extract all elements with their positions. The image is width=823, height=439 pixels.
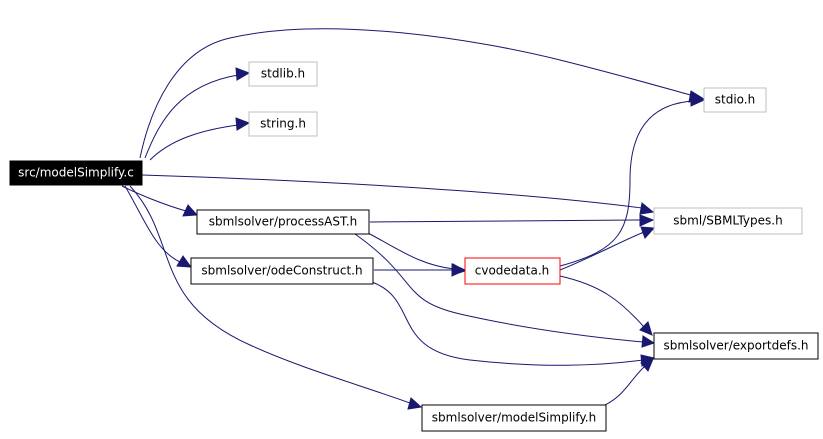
node-string-h[interactable]: string.h: [248, 111, 318, 137]
edge-processast-cvodedata: [367, 232, 455, 270]
edge-cvodedata-sbmltypes: [559, 231, 645, 271]
node-label: sbmlsolver/odeConstruct.h: [201, 264, 362, 278]
arrowhead-icon: [407, 397, 423, 410]
arrowhead-icon: [182, 204, 199, 217]
arrowhead-icon: [641, 335, 656, 348]
edge-cvodedata-stdio: [559, 100, 695, 267]
arrowhead-icon: [690, 94, 706, 107]
node-cvodedata-h[interactable]: cvodedata.h: [464, 257, 561, 285]
arrowhead-icon: [235, 67, 251, 81]
node-stdio-h[interactable]: stdio.h: [703, 87, 767, 113]
node-label: stdlib.h: [261, 67, 305, 81]
node-label: string.h: [260, 117, 306, 131]
node-exportdefs-h[interactable]: sbmlsolver/exportdefs.h: [653, 332, 819, 360]
node-sbml-types-h[interactable]: sbml/SBMLTypes.h: [653, 207, 803, 235]
edge-root-stdlib: [144, 74, 239, 159]
edge-root-stdio: [139, 28, 695, 159]
arrowhead-icon: [639, 321, 653, 336]
node-stdlib-h[interactable]: stdlib.h: [248, 61, 318, 87]
edge-cvodedata-exportdefs: [559, 275, 645, 328]
edge-processast-exportdefs: [354, 233, 644, 343]
node-label: sbmlsolver/exportdefs.h: [663, 339, 808, 353]
arrowhead-icon: [639, 202, 655, 215]
node-label: sbml/SBMLTypes.h: [673, 214, 782, 228]
edge-root-odeconstruct: [124, 185, 181, 263]
node-label: sbmlsolver/processAST.h: [209, 215, 358, 229]
arrowhead-icon: [235, 117, 251, 131]
arrowhead-icon: [640, 358, 654, 372]
arrowhead-icon: [451, 263, 467, 277]
node-process-ast-h[interactable]: sbmlsolver/processAST.h: [196, 209, 370, 235]
edge-root-processast: [121, 185, 187, 212]
edges: [121, 28, 706, 410]
edge-modelsimplify-exportdefs: [604, 365, 646, 406]
node-model-simplify-c[interactable]: src/modelSimplify.c: [9, 160, 143, 186]
node-label: sbmlsolver/modelSimplify.h: [432, 411, 596, 425]
edge-root-sbmltypes: [141, 174, 643, 209]
node-model-simplify-h[interactable]: sbmlsolver/modelSimplify.h: [421, 404, 607, 432]
node-label: src/modelSimplify.c: [18, 166, 134, 180]
edge-root-modelsimplify: [129, 185, 411, 404]
node-label: cvodedata.h: [475, 264, 550, 278]
arrowhead-icon: [176, 255, 193, 268]
edge-root-string: [149, 124, 239, 161]
node-label: stdio.h: [715, 93, 755, 107]
node-ode-construct-h[interactable]: sbmlsolver/odeConstruct.h: [190, 257, 374, 285]
arrowhead-icon: [639, 214, 655, 227]
arrowhead-icon: [640, 226, 656, 239]
edge-processast-sbmltypes: [369, 219, 643, 223]
edge-odeconstruct-exportdefs: [371, 281, 644, 366]
